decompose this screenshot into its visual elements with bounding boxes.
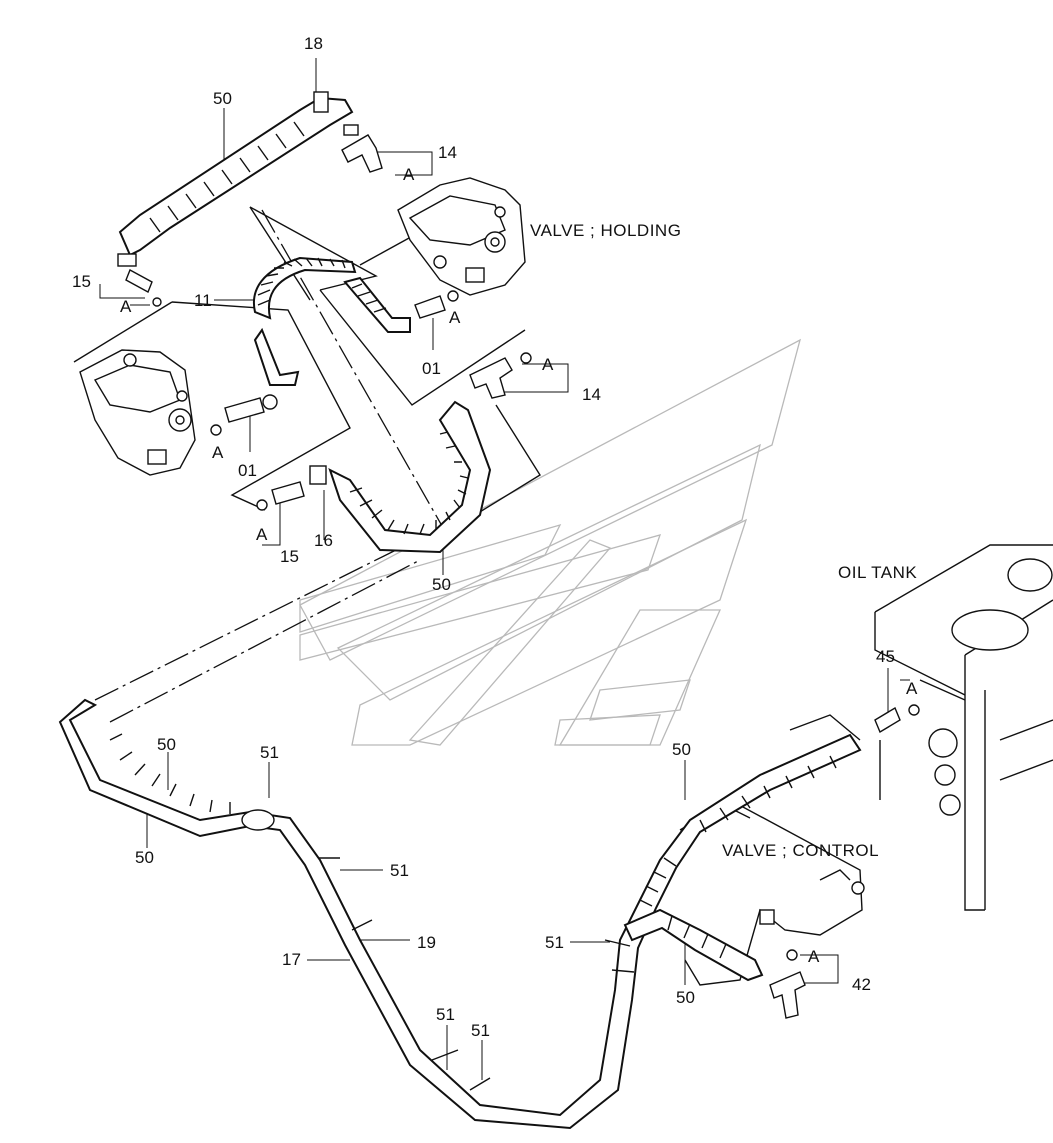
label-a-01-left: A bbox=[212, 443, 224, 462]
label-part-15-left: 15 bbox=[72, 272, 91, 291]
hose-upper-right bbox=[343, 276, 411, 333]
label-a-01-right: A bbox=[449, 308, 461, 327]
label-a-14-top: A bbox=[403, 165, 415, 184]
oil-tank bbox=[874, 544, 1053, 911]
holding-valve-lower bbox=[79, 349, 196, 476]
hose-11-coiled bbox=[253, 256, 357, 386]
watermark-logo bbox=[299, 338, 802, 746]
label-part-50-right-top: 50 bbox=[672, 740, 691, 759]
label-a-15-bottom: A bbox=[256, 525, 268, 544]
label-part-01-right: 01 bbox=[422, 359, 441, 378]
label-part-51-top: 51 bbox=[260, 743, 279, 762]
caption-valve-control: VALVE ; CONTROL bbox=[722, 841, 879, 860]
label-part-45: 45 bbox=[876, 647, 895, 666]
holding-valve-upper bbox=[397, 177, 526, 296]
label-part-18: 18 bbox=[304, 34, 323, 53]
label-part-50-mid: 50 bbox=[432, 575, 451, 594]
label-part-50-top: 50 bbox=[213, 89, 232, 108]
caption-valve-holding: VALVE ; HOLDING bbox=[530, 221, 681, 240]
label-part-01-left: 01 bbox=[238, 461, 257, 480]
label-part-42: 42 bbox=[852, 975, 871, 994]
label-part-51-bottom-b: 51 bbox=[471, 1021, 490, 1040]
label-part-19: 19 bbox=[417, 933, 436, 952]
label-a-45: A bbox=[906, 679, 918, 698]
label-part-14-mid: 14 bbox=[582, 385, 601, 404]
label-part-50-left-b: 50 bbox=[135, 848, 154, 867]
fittings bbox=[125, 91, 920, 1019]
label-a-14-mid: A bbox=[542, 355, 554, 374]
label-part-14-top: 14 bbox=[438, 143, 457, 162]
label-part-51-valve: 51 bbox=[545, 933, 564, 952]
leader-lines bbox=[99, 58, 910, 1080]
hose-to-control-valve bbox=[623, 908, 764, 982]
hose-50-top bbox=[117, 96, 354, 267]
label-a-15-left: A bbox=[120, 297, 132, 316]
label-part-51-bottom-a: 51 bbox=[436, 1005, 455, 1024]
label-a-42: A bbox=[808, 947, 820, 966]
label-part-15-bottom: 15 bbox=[280, 547, 299, 566]
label-part-50-valve: 50 bbox=[676, 988, 695, 1007]
label-part-16: 16 bbox=[314, 531, 333, 550]
label-part-51-right: 51 bbox=[390, 861, 409, 880]
caption-oil-tank: OIL TANK bbox=[838, 563, 917, 582]
label-part-17: 17 bbox=[282, 950, 301, 969]
hose-17-19 bbox=[58, 698, 862, 1130]
hose-50-center bbox=[328, 400, 492, 554]
label-part-11: 11 bbox=[194, 291, 212, 310]
label-part-50-left-a: 50 bbox=[157, 735, 176, 754]
